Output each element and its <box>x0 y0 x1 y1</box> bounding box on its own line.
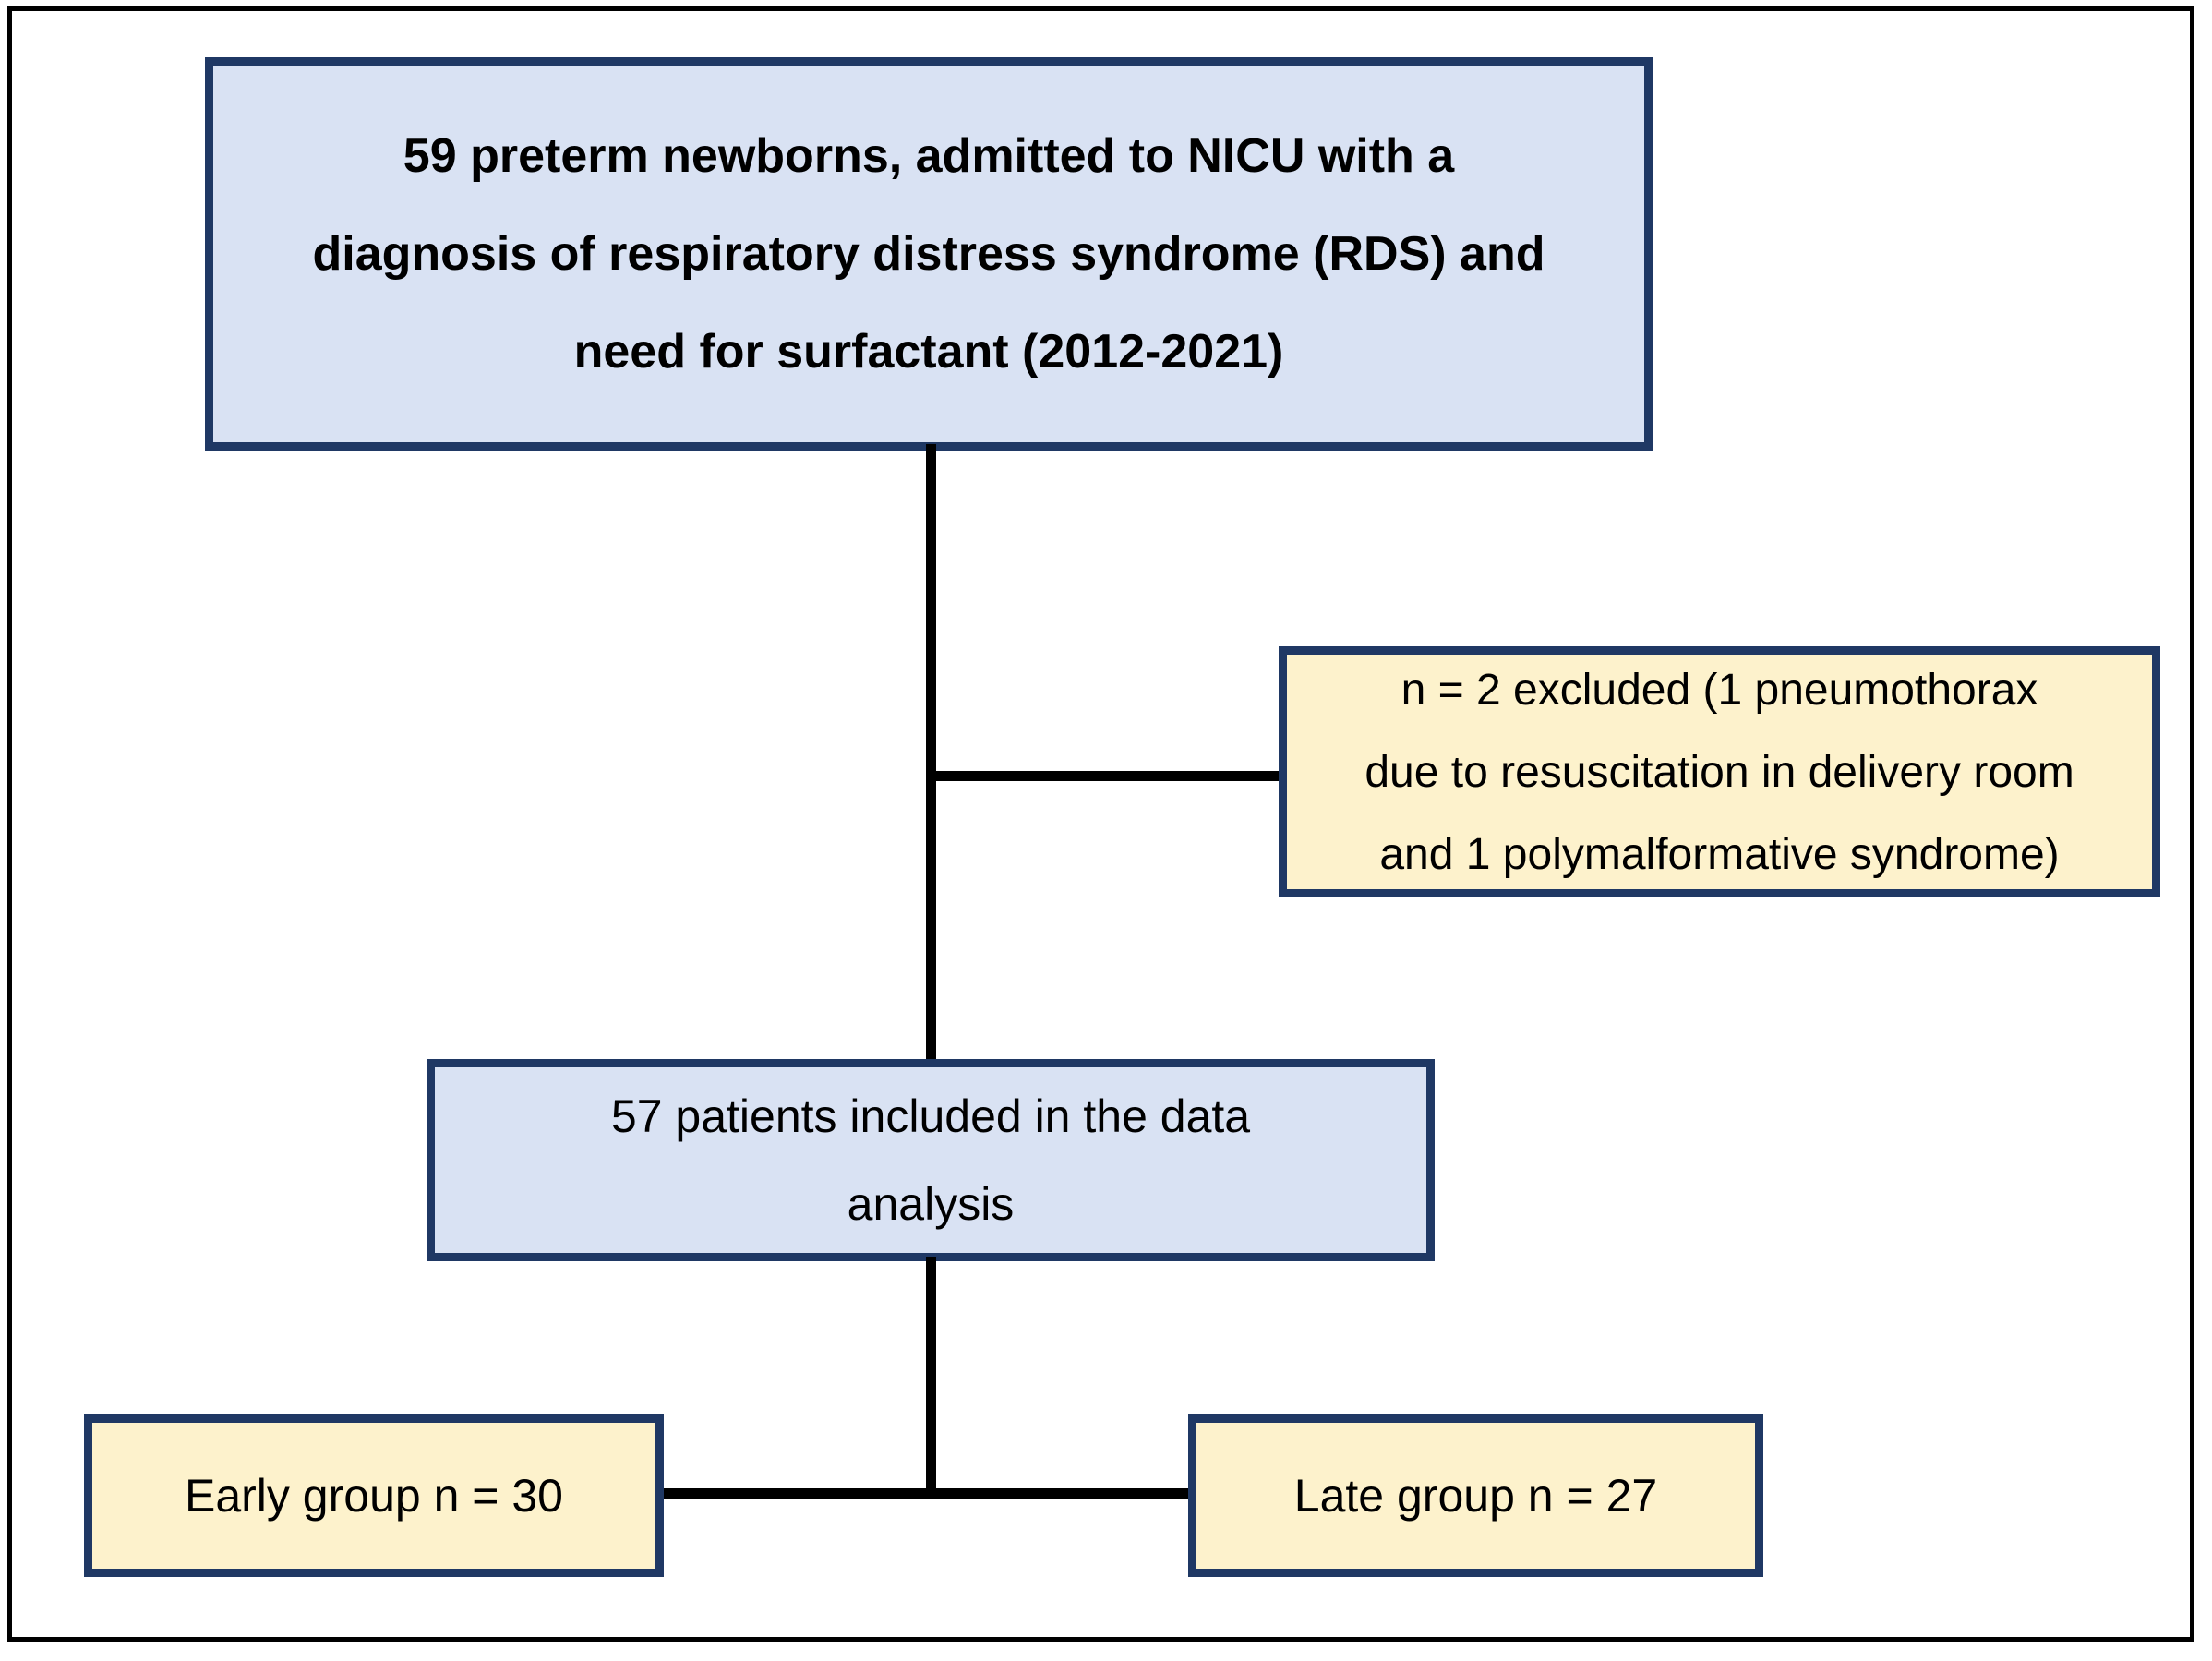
connector-branch-to-excluded <box>931 771 1281 781</box>
figure-outer-border <box>7 6 2194 1642</box>
early-group-box: Early group n = 30 <box>84 1414 664 1577</box>
included-text: 57 patients included in the data analysi… <box>610 1089 1251 1230</box>
connector-split-horizontal <box>660 1488 1192 1499</box>
late-group-box: Late group n = 27 <box>1188 1414 1763 1577</box>
late-group-text: Late group n = 27 <box>1293 1470 1658 1522</box>
connector-included-to-split <box>926 1257 936 1499</box>
included-box: 57 patients included in the data analysi… <box>427 1059 1435 1261</box>
top-population-text: 59 preterm newborns, admitted to NICU wi… <box>312 129 1545 379</box>
excluded-text: n = 2 excluded (1 pneumothorax due to re… <box>1364 665 2074 879</box>
early-group-text: Early group n = 30 <box>185 1470 563 1522</box>
connector-top-to-included <box>926 444 936 1063</box>
top-population-box: 59 preterm newborns, admitted to NICU wi… <box>205 57 1653 451</box>
excluded-box: n = 2 excluded (1 pneumothorax due to re… <box>1279 646 2160 897</box>
